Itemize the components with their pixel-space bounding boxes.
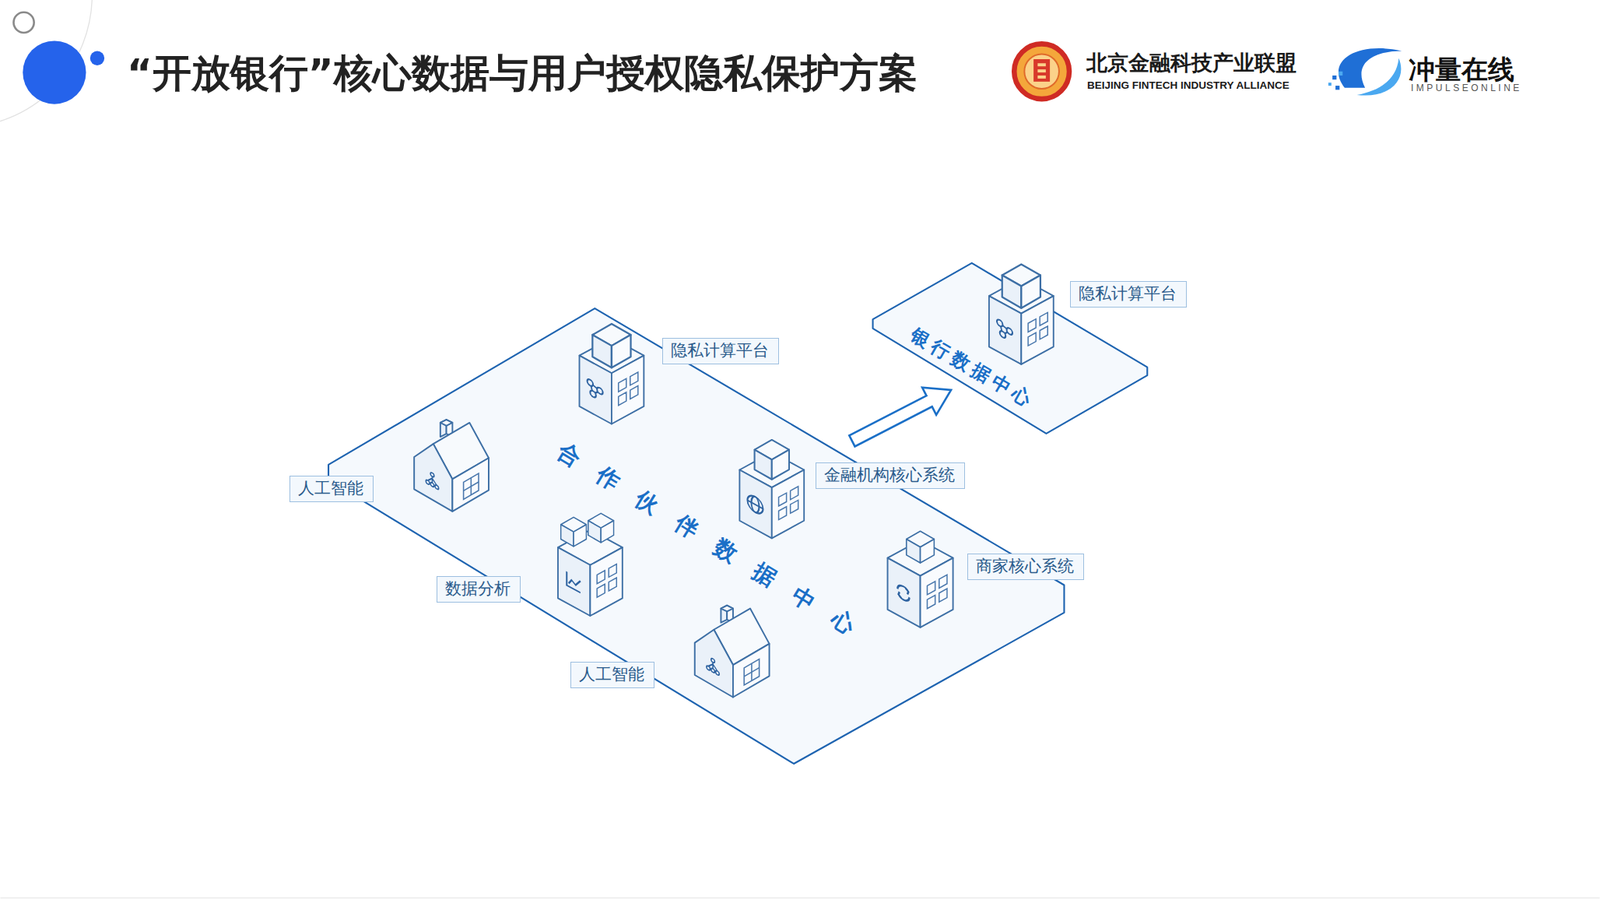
glyph-icon	[897, 582, 909, 603]
glyph-icon	[566, 571, 581, 593]
roof-block	[588, 512, 615, 542]
platform-region: 银行数据中心隐私计算平台	[867, 259, 1205, 439]
system-label: 金融机构核心系统	[815, 462, 965, 489]
glyph-icon	[587, 377, 604, 402]
glyph	[566, 571, 581, 593]
logo-text: BEIJING FINTECH INDUSTRY ALLIANCE	[1087, 78, 1290, 93]
glyph-icon	[425, 469, 439, 490]
building-icon	[694, 604, 770, 697]
impulse-logo	[1328, 48, 1402, 96]
glyph	[897, 582, 909, 603]
system-label: 人工智能	[570, 661, 655, 688]
label-text: 数据分析	[445, 578, 511, 598]
page-title: “开放银行”核心数据与用户授权隐私保护方案	[126, 49, 918, 97]
label-text: 隐私计算平台	[1078, 284, 1177, 303]
building-icon	[740, 439, 805, 538]
glyph	[425, 469, 439, 490]
system-label: 商家核心系统	[967, 553, 1085, 580]
glyph	[996, 318, 1012, 343]
glyph-icon	[706, 654, 720, 675]
house-shape	[694, 604, 770, 697]
glyph-icon	[996, 318, 1012, 343]
glyph	[587, 377, 604, 402]
roof-block	[754, 439, 790, 480]
label-text: 隐私计算平台	[670, 340, 769, 360]
label-text: 人工智能	[578, 664, 645, 684]
building-icon	[414, 419, 489, 512]
building-icon	[887, 530, 954, 628]
alliance-emblem	[1014, 43, 1070, 99]
system-label: 数据分析	[436, 575, 521, 603]
label-text: 商家核心系统	[975, 556, 1074, 576]
logo-text: 冲量在线	[1408, 53, 1515, 85]
system-label: 隐私计算平台	[1070, 280, 1187, 308]
logo-text: 北京金融科技产业联盟	[1086, 50, 1297, 76]
system-label: 人工智能	[289, 475, 374, 502]
building-icon	[557, 512, 623, 616]
roof-block	[592, 323, 631, 368]
roof-block	[561, 516, 587, 546]
glyph-icon	[747, 491, 764, 516]
house-shape	[414, 419, 489, 512]
roof-block	[906, 530, 935, 563]
label-text: 金融机构核心系统	[824, 465, 955, 485]
glyph	[706, 654, 720, 675]
flow-arrow	[849, 387, 951, 447]
roof-block	[1001, 264, 1040, 309]
glyph	[747, 491, 764, 516]
building-icon	[579, 323, 645, 425]
logo-text: IMPULSEONLINE	[1410, 81, 1523, 95]
building-icon	[988, 264, 1053, 365]
system-label: 隐私计算平台	[662, 337, 779, 365]
label-text: 人工智能	[298, 478, 364, 498]
